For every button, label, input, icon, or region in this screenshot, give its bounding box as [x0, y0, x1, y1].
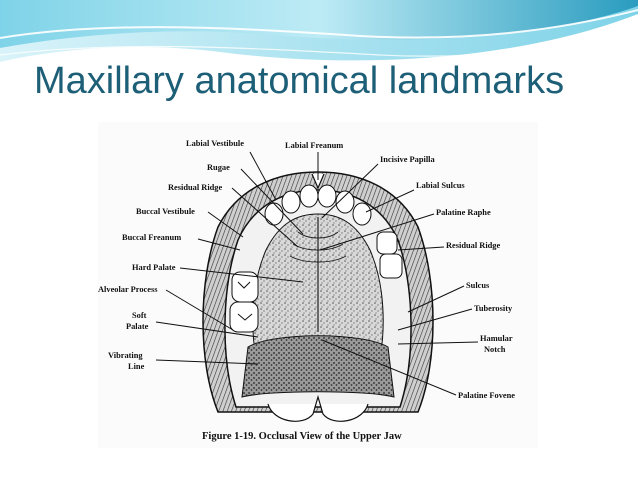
label-soft-palate-1: Soft [132, 311, 147, 320]
label-soft-palate-2: Palate [126, 322, 149, 331]
figure-caption: Figure 1-19. Occlusal View of the Upper … [202, 431, 402, 442]
label-buccal-frenum: Buccal Freanum [122, 233, 181, 242]
label-labial-vestibule: Labial Vestibule [186, 139, 244, 148]
label-alveolar-process: Alveolar Process [98, 285, 158, 294]
label-rugae: Rugae [207, 163, 230, 172]
label-residual-ridge-right: Residual Ridge [446, 241, 500, 250]
right-molars [376, 231, 403, 279]
label-incisive-papilla: Incisive Papilla [380, 155, 435, 164]
label-labial-frenum: Labial Freanum [285, 141, 343, 150]
soft-palate-shape [241, 335, 395, 422]
label-buccal-vestibule: Buccal Vestibule [136, 207, 195, 216]
left-molars [229, 271, 259, 333]
label-residual-ridge-left: Residual Ridge [168, 183, 222, 192]
figure-frame: Labial Vestibule Labial Freanum Rugae In… [98, 122, 538, 448]
maxilla-diagram: Labial Vestibule Labial Freanum Rugae In… [98, 139, 515, 442]
diagram-labels: Labial Vestibule Labial Freanum Rugae In… [98, 139, 515, 400]
label-tuberosity: Tuberosity [474, 304, 513, 313]
header-wave-decoration [0, 0, 638, 62]
leader-lines [155, 151, 479, 396]
label-vibrating-line-1: Vibrating [108, 351, 143, 360]
label-palatine-raphe: Palatine Raphe [436, 208, 491, 217]
label-hard-palate: Hard Palate [132, 263, 176, 272]
label-hamular-notch-2: Notch [484, 345, 506, 354]
anterior-teeth [264, 184, 372, 226]
label-hamular-notch-1: Hamular [480, 334, 513, 343]
label-vibrating-line-2: Line [128, 362, 145, 371]
label-sulcus: Sulcus [466, 281, 490, 290]
slide-title: Maxillary anatomical landmarks [34, 60, 565, 102]
label-labial-sulcus: Labial Sulcus [416, 181, 465, 190]
label-palatine-fovea: Palatine Fovene [458, 391, 515, 400]
